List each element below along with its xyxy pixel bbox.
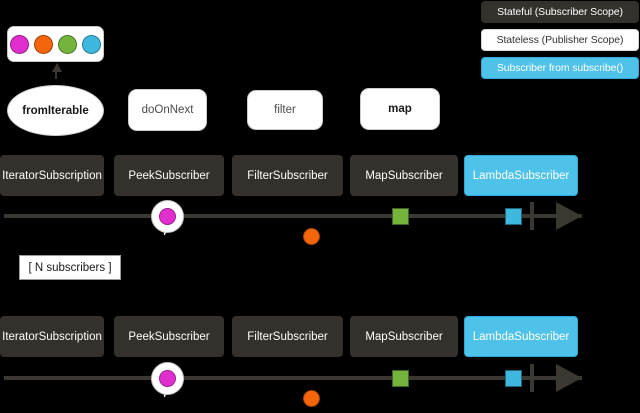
chain-bottom-subscriber-lambdasubscriber: LambdaSubscriber [464, 316, 578, 357]
subscriber-label: FilterSubscriber [247, 169, 328, 182]
marble-magenta-icon [10, 34, 29, 54]
subscriber-label: PeekSubscriber [128, 169, 210, 182]
chain-top-subscriber-lambdasubscriber: LambdaSubscriber [464, 155, 578, 196]
chain-bottom-subscriber-peeksubscriber: PeekSubscriber [114, 316, 224, 357]
operator-doonnext: doOnNext [128, 89, 207, 131]
operator-filter-label: filter [274, 104, 296, 116]
subscriber-label: MapSubscriber [365, 169, 443, 182]
marble-cyan-icon [82, 34, 101, 54]
chain-bottom-subscriber-mapsubscriber: MapSubscriber [350, 316, 458, 357]
operator-doonnext-label: doOnNext [141, 104, 194, 116]
legend-label-subscriber: Subscriber from subscribe() [496, 62, 624, 74]
subscriber-label: FilterSubscriber [247, 330, 328, 343]
subscriber-label: LambdaSubscriber [472, 330, 570, 343]
operator-map: map [360, 88, 440, 130]
source-marble-box [7, 26, 104, 62]
source-arrow-stem [55, 71, 57, 79]
chain-top-emitted-marble-bubble [151, 200, 184, 233]
legend-label-stateful: Stateful (Subscriber Scope) [497, 6, 623, 18]
marble-green-icon [58, 34, 77, 54]
subscriber-label: MapSubscriber [365, 330, 443, 343]
chain-top-complete-bar-icon [530, 202, 534, 230]
legend-item-stateless: Stateless (Publisher Scope) [481, 29, 639, 51]
legend-item-subscriber: Subscriber from subscribe() [481, 57, 639, 79]
subscriber-label: IteratorSubscription [2, 330, 102, 343]
chain-top-subscriber-peeksubscriber: PeekSubscriber [114, 155, 224, 196]
subscriber-label: IteratorSubscription [2, 169, 102, 182]
legend-item-stateful: Stateful (Subscriber Scope) [481, 1, 639, 23]
chain-top-mapped-square-icon [392, 208, 409, 225]
chain-top-delivered-square-icon [505, 208, 522, 225]
chain-bottom-timeline-line [4, 376, 582, 380]
n-subscribers-annotation: [ N subscribers ] [19, 255, 121, 280]
operator-filter: filter [247, 90, 323, 130]
n-subscribers-label: [ N subscribers ] [28, 261, 112, 274]
chain-bottom-subscriber-filtersubscriber: FilterSubscriber [232, 316, 343, 357]
chain-bottom-subscriber-iteratorsubscription: IteratorSubscription [0, 316, 104, 357]
chain-bottom-delivered-square-icon [505, 370, 522, 387]
operator-fromiterable: fromIterable [7, 85, 104, 136]
marble-orange-icon [34, 34, 53, 54]
chain-bottom-mapped-square-icon [392, 370, 409, 387]
subscriber-label: LambdaSubscriber [472, 169, 570, 182]
marble-magenta-icon [159, 370, 176, 387]
source-arrow-up-icon [52, 63, 62, 72]
chain-top-dropped-marble-icon [303, 228, 320, 245]
chain-top-arrowhead-icon [556, 202, 582, 230]
legend-label-stateless: Stateless (Publisher Scope) [496, 34, 624, 46]
chain-top-timeline-line [4, 214, 582, 218]
operator-fromiterable-label: fromIterable [22, 104, 89, 117]
operator-map-label: map [388, 103, 412, 115]
chain-top-subscriber-iteratorsubscription: IteratorSubscription [0, 155, 104, 196]
chain-bottom-arrowhead-icon [556, 364, 582, 392]
chain-bottom-emitted-marble-bubble [151, 362, 184, 395]
chain-bottom-dropped-marble-icon [303, 390, 320, 407]
subscriber-label: PeekSubscriber [128, 330, 210, 343]
chain-bottom-complete-bar-icon [530, 364, 534, 392]
marble-magenta-icon [159, 208, 176, 225]
chain-top-subscriber-filtersubscriber: FilterSubscriber [232, 155, 343, 196]
chain-top-subscriber-mapsubscriber: MapSubscriber [350, 155, 458, 196]
